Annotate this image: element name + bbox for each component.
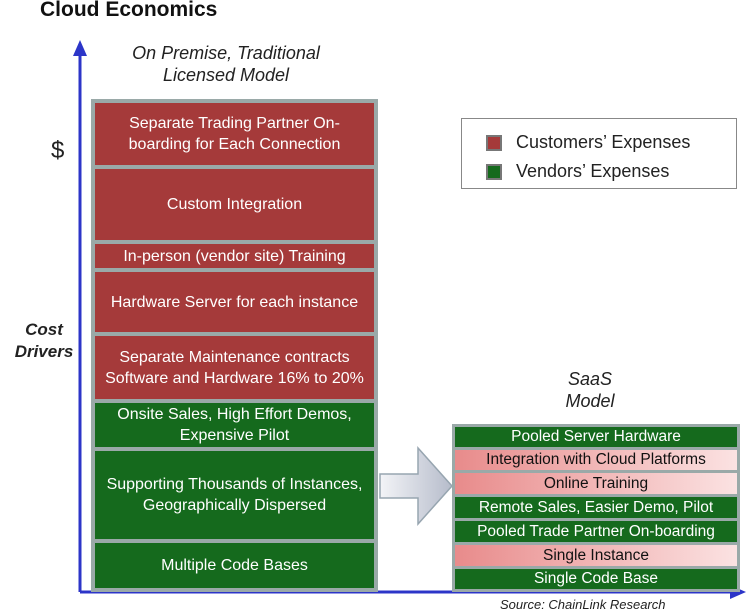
legend-item-customers: Customers’ Expenses <box>486 132 690 153</box>
saas-block-pooled-server-hardware: Pooled Server Hardware <box>455 427 737 447</box>
legend-item-vendors: Vendors’ Expenses <box>486 161 669 182</box>
legend: Customers’ Expenses Vendors’ Expenses <box>461 118 737 189</box>
saas-block-remote-sales: Remote Sales, Easier Demo, Pilot <box>455 497 737 518</box>
dollar-symbol: $ <box>51 137 65 164</box>
saas-block-single-code-base: Single Code Base <box>455 569 737 589</box>
block-hardware-server: Hardware Server for each instance <box>95 272 374 332</box>
saas-block-online-training: Online Training <box>455 473 737 494</box>
saas-cost-stack: Pooled Server Hardware Integration with … <box>452 424 740 592</box>
traditional-model-header: On Premise, Traditional Licensed Model <box>96 42 356 86</box>
block-separate-maintenance: Separate Maintenance contracts Software … <box>95 336 374 399</box>
y-axis-arrowhead-icon <box>73 40 87 56</box>
traditional-header-line-1: On Premise, Traditional <box>132 43 320 63</box>
block-supporting-instances: Supporting Thousands of Instances, Geogr… <box>95 451 374 539</box>
legend-swatch-red <box>486 134 502 151</box>
saas-model-header: SaaS Model <box>530 368 650 412</box>
legend-label-customers: Customers’ Expenses <box>516 132 691 152</box>
block-onsite-sales: Onsite Sales, High Effort Demos, Expensi… <box>95 403 374 447</box>
y-axis-label: Cost Drivers <box>14 319 74 363</box>
block-in-person-training: In-person (vendor site) Training <box>95 244 374 268</box>
block-multiple-code-bases: Multiple Code Bases <box>95 543 374 588</box>
legend-label-vendors: Vendors’ Expenses <box>516 161 670 181</box>
traditional-cost-stack: Separate Trading Partner On-boarding for… <box>91 99 378 592</box>
saas-block-single-instance: Single Instance <box>455 545 737 566</box>
transition-arrow-icon <box>379 446 454 526</box>
y-axis-label-line-1: Cost <box>25 320 63 339</box>
source-credit: Source: ChainLink Research <box>500 597 666 612</box>
page-title: Cloud Economics <box>40 0 218 21</box>
block-custom-integration: Custom Integration <box>95 169 374 240</box>
y-axis-label-line-2: Drivers <box>14 342 74 361</box>
saas-block-integration-cloud-platforms: Integration with Cloud Platforms <box>455 450 737 470</box>
saas-header-line-1: SaaS <box>567 369 613 389</box>
legend-swatch-green <box>486 163 502 180</box>
block-trading-partner-onboarding: Separate Trading Partner On-boarding for… <box>95 103 374 165</box>
saas-header-line-2: Model <box>565 391 615 411</box>
saas-block-pooled-trade-partner: Pooled Trade Partner On-boarding <box>455 521 737 542</box>
traditional-header-line-2: Licensed Model <box>162 65 290 85</box>
